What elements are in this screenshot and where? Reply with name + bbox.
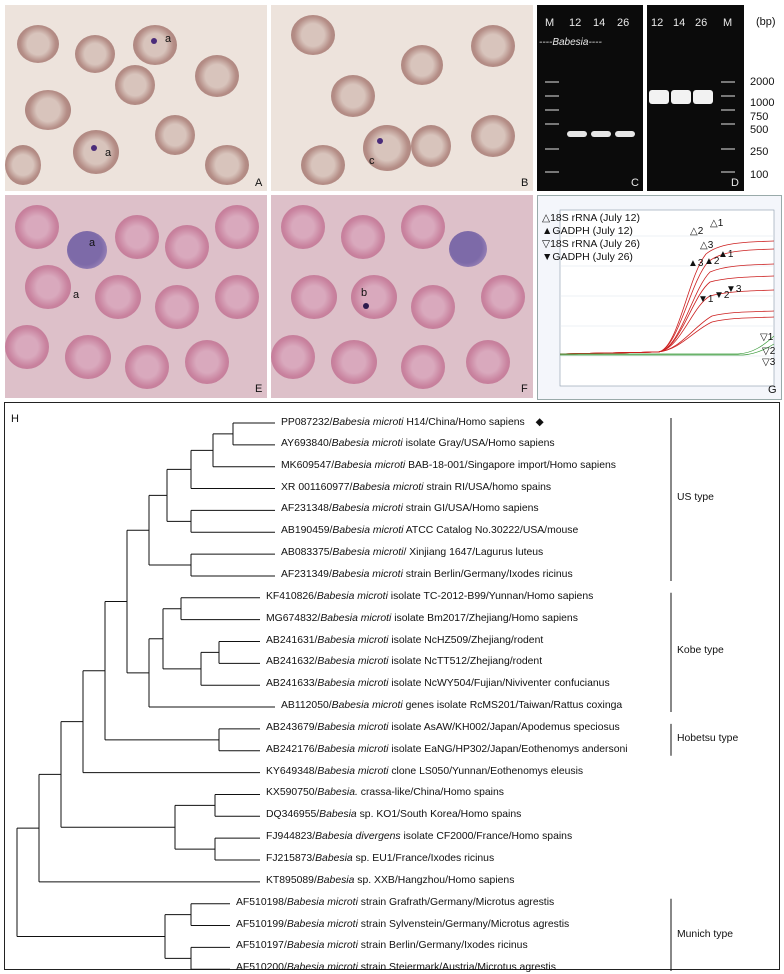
qpcr-amplification-plot: △18S rRNA (July 12) ▲GADPH (July 12) ▽18… <box>537 195 782 400</box>
lane-label: M <box>723 17 733 29</box>
curve-mark: ▽3 <box>762 357 776 368</box>
curve-mark: ▼3 <box>726 284 742 295</box>
gel-band <box>693 90 713 104</box>
tree-leaf-label: KX590750/Babesia. crassa-like/China/Homo… <box>266 787 504 799</box>
micrograph-e: a a E <box>5 195 267 398</box>
parasite-a2 <box>91 145 97 151</box>
gel-band <box>567 131 587 137</box>
tree-leaf-label: KF410826/Babesia microti isolate TC-2012… <box>266 590 594 602</box>
clade-group-label: US type <box>677 492 714 504</box>
tree-branches <box>16 418 672 971</box>
tree-leaf-label: XR 001160977/Babesia microti strain RI/U… <box>281 481 552 493</box>
tree-leaf-label: AF510198/Babesia microti strain Grafrath… <box>236 896 555 908</box>
legend-item: △18S rRNA (July 12) <box>542 212 640 224</box>
phylogenetic-tree-panel: H PP087232/Babesia microti H14/China/Hom… <box>4 402 780 974</box>
clade-group-label: Hobetsu type <box>677 732 739 744</box>
tree-leaf-label: AB242176/Babesia microti isolate EaNG/HP… <box>266 743 628 755</box>
tree-leaf-label: DQ346955/Babesia sp. KO1/South Korea/Hom… <box>266 809 522 821</box>
curve-mark: △3 <box>700 240 714 251</box>
mark-c: c <box>369 155 375 167</box>
bp-unit: (bp) <box>756 16 776 28</box>
gel-annotation: ----Babesia---- <box>539 37 602 48</box>
mark-a-1: a <box>165 33 172 45</box>
bp-1000: 1000 <box>750 97 775 109</box>
lane-label: 12 <box>569 17 582 29</box>
micrograph-b: c B <box>271 5 533 191</box>
gel-band <box>615 131 635 137</box>
micrograph-a: a a A <box>5 5 267 191</box>
tree-leaf-label: AB241631/Babesia microti isolate NcHZ509… <box>266 634 544 646</box>
panel-label-f: F <box>521 383 528 395</box>
bp-250: 250 <box>750 146 769 158</box>
tree-leaf-label: MG674832/Babesia microti isolate Bm2017/… <box>266 612 578 624</box>
tree-leaf-label: AF510199/Babesia microti strain Sylvenst… <box>236 918 570 930</box>
bp-100: 100 <box>750 169 769 181</box>
parasite-f <box>363 303 369 309</box>
curve-mark: ▲1 <box>718 249 734 260</box>
curve-mark: ▽2 <box>762 346 776 357</box>
micrograph-f: b F <box>271 195 533 398</box>
mark-b: b <box>361 287 368 299</box>
diamond-marker-icon: ◆ <box>532 417 544 428</box>
legend-item: ▼GADPH (July 26) <box>542 251 633 263</box>
qpcr-curves <box>559 209 775 387</box>
gel-band <box>671 90 691 104</box>
lane-label: 14 <box>673 17 686 29</box>
tree-leaf-label: AF510197/Babesia microti strain Berlin/G… <box>236 940 528 952</box>
tree-leaf-label: AF231349/Babesia microti strain Berlin/G… <box>281 568 573 580</box>
mark-e-1: a <box>89 237 96 249</box>
tree-leaf-label: AF510200/Babesia microti strain Steierma… <box>236 962 556 974</box>
gel-band <box>591 131 611 137</box>
clade-group-label: Kobe type <box>677 645 724 657</box>
tree-leaf-label: PP087232/Babesia microti H14/China/Homo … <box>281 417 544 428</box>
bp-2000: 2000 <box>750 76 775 88</box>
tree-leaf-label: MK609547/Babesia microti BAB-18-001/Sing… <box>281 459 616 471</box>
tree-leaf-label: AF231348/Babesia microti strain GI/USA/H… <box>281 503 539 515</box>
legend-item: ▽18S rRNA (July 26) <box>542 238 640 250</box>
curve-mark: ▼2 <box>714 290 730 301</box>
qpcr-legend: △18S rRNA (July 12) ▲GADPH (July 12) ▽18… <box>542 212 640 264</box>
clade-group-label: Munich type <box>677 929 734 941</box>
curve-mark: △1 <box>710 218 724 229</box>
tree-leaf-label: AB241632/Babesia microti isolate NcTT512… <box>266 656 543 668</box>
panel-label-h: H <box>11 413 19 425</box>
mark-a-2: a <box>105 147 112 159</box>
curve-mark: ▲2 <box>704 256 720 267</box>
gel-c: M 12 14 26 ----Babesia---- C <box>537 5 643 191</box>
lane-label: 26 <box>695 17 708 29</box>
curve-mark: ▽1 <box>760 332 774 343</box>
lane-label: 26 <box>617 17 630 29</box>
lane-label: M <box>545 17 555 29</box>
tree-leaf-label: KT895089/Babesia sp. XXB/Hangzhou/Homo s… <box>266 874 515 886</box>
tree-leaf-label: AB241633/Babesia microti isolate NcWY504… <box>266 678 610 690</box>
gel-band <box>649 90 669 104</box>
lane-label: 12 <box>651 17 664 29</box>
panel-label-d: D <box>731 177 739 189</box>
tree-leaf-label: KY649348/Babesia microti clone LS050/Yun… <box>266 765 584 777</box>
bp-750: 750 <box>750 111 769 123</box>
panel-label-b: B <box>521 177 529 189</box>
panel-label-g: G <box>768 384 777 396</box>
tree-leaf-label: AY693840/Babesia microti isolate Gray/US… <box>281 437 555 449</box>
panel-label-e: E <box>255 383 263 395</box>
curve-mark: △2 <box>690 226 704 237</box>
tree-leaf-label: AB243679/Babesia microti isolate AsAW/KH… <box>266 721 620 733</box>
lane-label: 14 <box>593 17 606 29</box>
panel-label-a: A <box>255 177 263 189</box>
curve-mark: ▼1 <box>698 294 714 305</box>
parasite-b <box>377 138 383 144</box>
tree-leaf-label: FJ944823/Babesia divergens isolate CF200… <box>266 831 573 843</box>
tree-leaf-label: AB112050/Babesia microti genes isolate R… <box>281 700 623 712</box>
legend-item: ▲GADPH (July 12) <box>542 225 633 237</box>
panel-label-c: C <box>631 177 639 189</box>
bp-500: 500 <box>750 124 769 136</box>
tree-leaf-label: AB083375/Babesia microti/ Xinjiang 1647/… <box>281 547 544 559</box>
parasite-a1 <box>151 38 157 44</box>
tree-leaf-label: FJ215873/Babesia sp. EU1/France/Ixodes r… <box>266 853 495 864</box>
gel-d: 12 14 26 M D <box>647 5 744 191</box>
mark-e-2: a <box>73 289 80 301</box>
tree-leaf-label: AB190459/Babesia microti ATCC Catalog No… <box>281 525 579 537</box>
curve-mark: ▲3 <box>688 258 704 269</box>
